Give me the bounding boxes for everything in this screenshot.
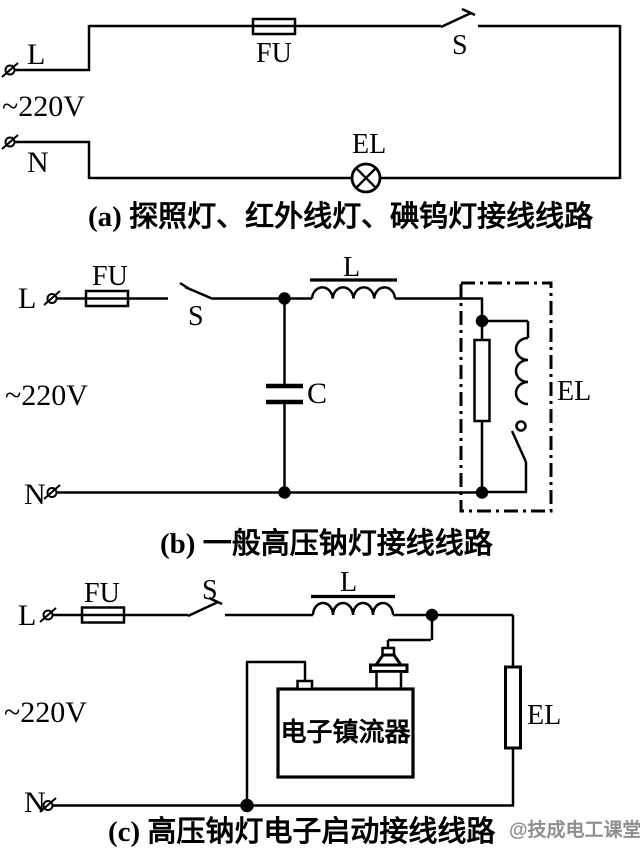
starter-blade-icon: [510, 430, 528, 463]
circuit-c-live-label: L: [18, 599, 37, 632]
circuit-b-inductor-label: L: [343, 252, 361, 283]
terminal-slash: [1, 62, 19, 78]
ballast-box: [276, 687, 415, 779]
circuit-a-neutral-label: N: [27, 146, 49, 179]
lamp-enclosure-box: [459, 281, 553, 513]
circuit-a-caption: (a) 探照灯、红外线灯、碘钨灯接线线路: [88, 201, 594, 233]
circuit-b-live-label: L: [18, 282, 37, 315]
circuit-c-voltage-label: ~220V: [4, 696, 87, 729]
watermark-text: @技成电工课堂: [509, 820, 640, 841]
circuit-a-switch-label: S: [452, 30, 468, 61]
junction-dot: [278, 292, 291, 305]
lamp-icon: [350, 162, 382, 194]
switch-tick: [208, 596, 223, 606]
circuit-b-capacitor-label: C: [307, 377, 328, 410]
lamp-cross: [355, 167, 377, 189]
circuit-a-lamp-label: EL: [352, 129, 387, 160]
ballast-label: 电子镇流器: [280, 718, 411, 747]
terminal-slash: [43, 290, 61, 306]
circuit-c-inductor-label: L: [340, 567, 358, 598]
fuse-icon: [84, 289, 130, 308]
switch-tick: [461, 7, 476, 17]
circuit-a-graphics: [1, 7, 622, 194]
circuit-c-neutral-label: N: [24, 786, 46, 819]
circuit-b-neutral-label: N: [24, 478, 46, 511]
circuit-c-graphics: [39, 594, 522, 813]
terminal-slash: [39, 607, 57, 623]
switch-icon: [440, 11, 472, 29]
circuit-a-fuse-label: FU: [256, 38, 292, 69]
circuit-b-fuse-label: FU: [92, 261, 128, 292]
ballast-terminal: [296, 679, 314, 691]
circuit-b-voltage-label: ~220V: [5, 379, 88, 412]
circuit-c-fuse-label: FU: [84, 578, 120, 609]
terminal-slash: [43, 484, 61, 500]
lamp-tube-icon: [473, 338, 491, 423]
circuit-b-graphics: [43, 278, 553, 513]
circuit-c-switch-label: S: [202, 575, 218, 606]
inductor-icon: [310, 286, 397, 299]
circuit-c-lamp-label: EL: [527, 700, 562, 731]
starter-coil-icon: [514, 336, 529, 406]
switch-icon: [187, 600, 219, 618]
starter-contact-icon: [515, 420, 527, 432]
terminal-slash: [1, 134, 19, 150]
circuit-a-live-label: L: [27, 38, 46, 71]
circuit-b-switch-label: S: [188, 301, 204, 332]
circuit-b-caption: (b) 一般高压钠灯接线线路: [160, 528, 493, 560]
circuit-a-voltage-label: ~220V: [2, 90, 85, 123]
terminal-icon: [4, 136, 16, 148]
terminal-slash: [39, 797, 57, 813]
fuse-icon: [80, 606, 126, 624]
circuit-c-caption: (c) 高压钠灯电子启动接线线路: [108, 816, 496, 848]
circuit-b-lamp-label: EL: [557, 376, 592, 407]
switch-tick: [179, 281, 192, 292]
lamp-tube-icon: [504, 665, 522, 750]
igniter-neck: [375, 670, 403, 691]
inductor-icon: [311, 601, 395, 616]
fuse-icon: [251, 17, 297, 36]
